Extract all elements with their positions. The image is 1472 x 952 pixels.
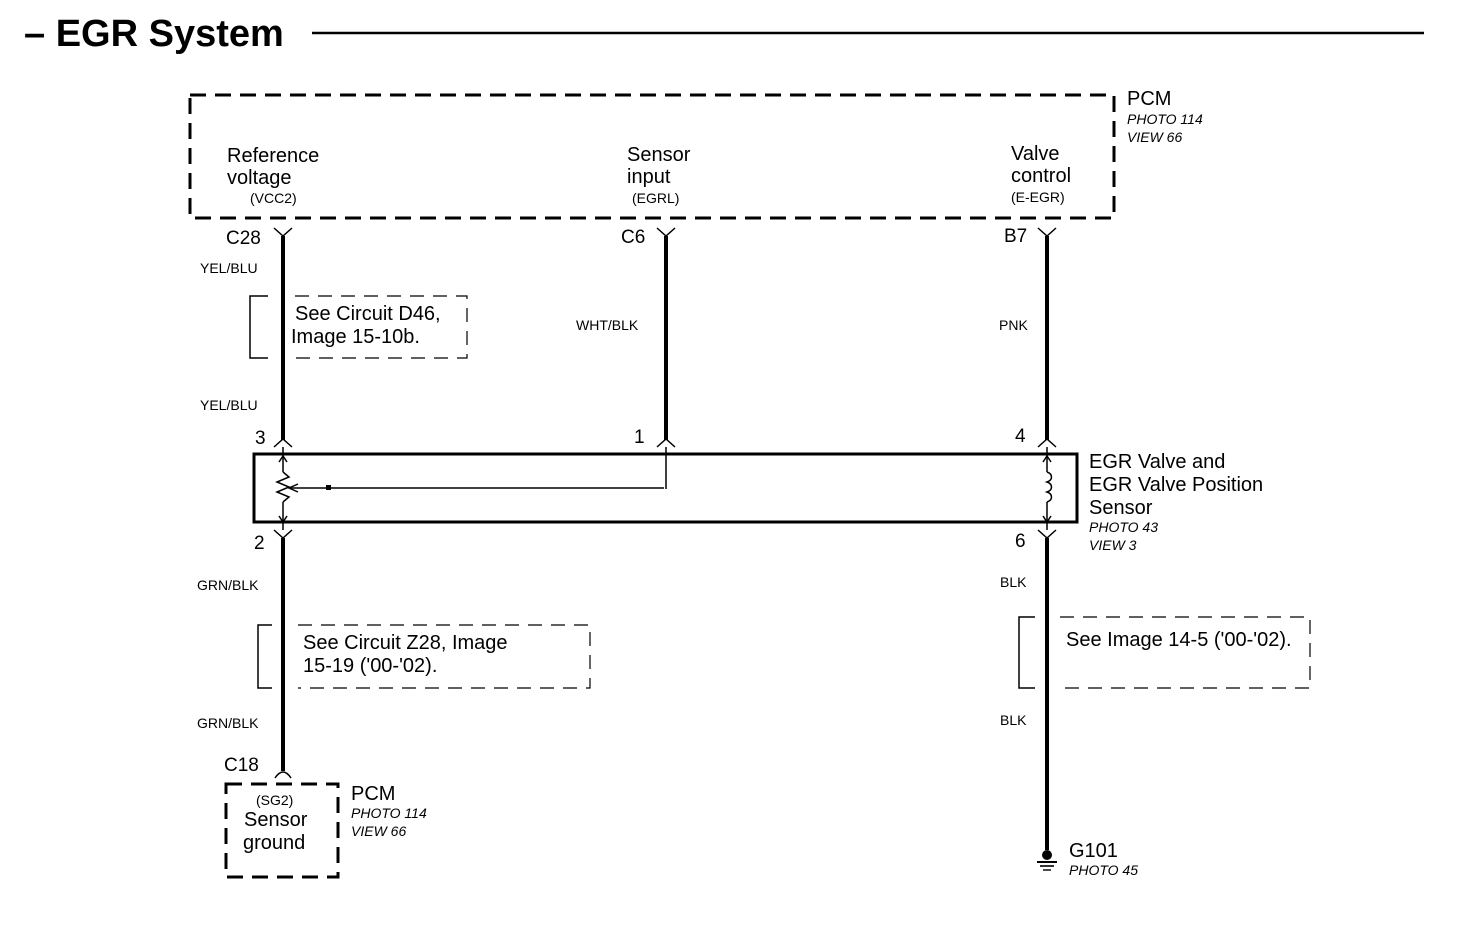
note-d46-line1: See Circuit D46,: [295, 303, 441, 325]
egr-valve-photo: PHOTO 43: [1089, 519, 1158, 535]
pin-2-label: 2: [254, 533, 265, 554]
ref-voltage-line2: voltage: [227, 167, 292, 189]
wire-label-sensor: WHT/BLK: [576, 317, 639, 333]
coil-bottom-arrow-icon: [1042, 515, 1052, 524]
sensor-input-line1: Sensor: [627, 144, 691, 166]
pcm-bottom-photo: PHOTO 114: [351, 805, 427, 821]
pot-wiper-arrow-icon: [287, 483, 299, 493]
wire-label-ground-right-lower: BLK: [1000, 712, 1027, 728]
pcm-top-name: PCM: [1127, 88, 1171, 110]
note-14-5-left-bracket: [1018, 616, 1035, 689]
pin-6-symbol: [1037, 529, 1057, 540]
wire-label-ground-left-lower: GRN/BLK: [197, 715, 259, 731]
pin-4-symbol: [1037, 437, 1057, 448]
ref-voltage-line1: Reference: [227, 145, 319, 167]
page-title: – EGR System: [24, 13, 284, 55]
connector-c18-symbol: [274, 771, 292, 779]
pot-bottom-arrow-icon: [278, 515, 288, 524]
pin-3-label: 3: [255, 428, 266, 449]
note-d46-line2: Image 15-10b.: [291, 326, 420, 348]
pin-2-symbol: [273, 529, 293, 540]
pin-6-label: 6: [1015, 531, 1026, 552]
valve-control-signal: (E-EGR): [1011, 189, 1065, 205]
wire-label-ground-left-upper: GRN/BLK: [197, 577, 259, 593]
pin-1-symbol: [656, 437, 676, 448]
ground-photo: PHOTO 45: [1069, 862, 1138, 878]
connector-c18: C18: [224, 755, 259, 776]
pcm-bottom-box: [224, 782, 340, 879]
coil-top-arrow-icon: [1042, 454, 1052, 463]
valve-control-line2: control: [1011, 165, 1071, 187]
pot-top-arrow-icon: [278, 454, 288, 463]
wire-label-ground-right-upper: BLK: [1000, 574, 1027, 590]
valve-control-line1: Valve: [1011, 143, 1060, 165]
potentiometer-icon: [275, 471, 291, 503]
pcm-bottom-name: PCM: [351, 783, 395, 805]
connector-c6: C6: [621, 227, 645, 248]
pot-wiper-dot: [326, 485, 331, 490]
pcm-top-view: VIEW 66: [1127, 129, 1182, 145]
pcm-top-box: [188, 93, 1116, 220]
note-14-5-line1: See Image 14-5 ('00-'02).: [1066, 629, 1292, 651]
wire-label-valve: PNK: [999, 317, 1028, 333]
connector-b7-symbol: [1037, 227, 1057, 238]
ref-voltage-signal: (VCC2): [250, 190, 297, 206]
egr-valve-line1: EGR Valve and: [1089, 451, 1225, 473]
connector-c6-symbol: [656, 227, 676, 238]
pin-3-symbol: [273, 437, 293, 448]
connector-c28-symbol: [273, 227, 293, 238]
pcm-bottom-view: VIEW 66: [351, 823, 406, 839]
solenoid-coil-icon: [1044, 471, 1053, 503]
note-d46-left-bracket: [249, 295, 268, 359]
ground-icon: [1037, 861, 1057, 871]
sensor-input-line2: input: [627, 166, 671, 188]
ground-name: G101: [1069, 840, 1118, 862]
note-z28-line1: See Circuit Z28, Image: [303, 632, 508, 654]
egr-valve-view: VIEW 3: [1089, 537, 1137, 553]
egr-valve-line3: Sensor: [1089, 497, 1153, 519]
note-14-5-box: [1060, 616, 1311, 689]
wire-label-ref-upper: YEL/BLU: [200, 260, 258, 276]
ground-dot-icon: [1042, 850, 1052, 860]
connector-c28: C28: [226, 228, 261, 249]
wire-label-ref-lower: YEL/BLU: [200, 397, 258, 413]
connector-b7: B7: [1004, 226, 1027, 247]
pin-4-label: 4: [1015, 426, 1026, 447]
sensor-ground-signal: (SG2): [256, 792, 293, 808]
note-z28-line2: 15-19 ('00-'02).: [303, 655, 437, 677]
egr-valve-line2: EGR Valve Position: [1089, 474, 1263, 496]
sensor-input-signal: (EGRL): [632, 190, 679, 206]
pin-1-label: 1: [634, 427, 645, 448]
pcm-top-photo: PHOTO 114: [1127, 111, 1203, 127]
sensor-ground-line2: ground: [243, 832, 305, 854]
sensor-ground-line1: Sensor: [244, 809, 308, 831]
note-z28-left-bracket: [257, 624, 272, 689]
note-z28-box: [298, 624, 591, 689]
